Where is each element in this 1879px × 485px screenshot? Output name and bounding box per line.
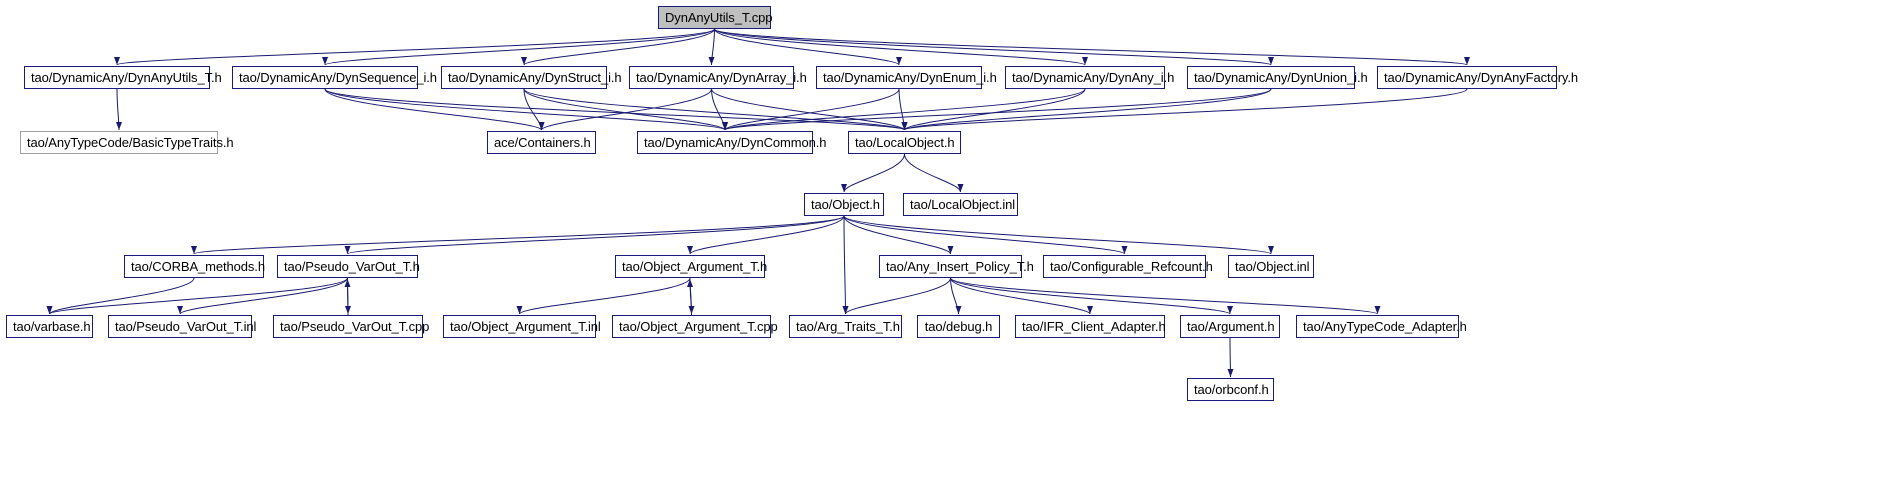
- edge-root-to-dynarray_i_h: [708, 28, 715, 66]
- edge-root-to-dynsequence_i_h: [322, 28, 715, 66]
- graph-node-dynanyutils_t_h[interactable]: tao/DynamicAny/DynAnyUtils_T.h: [24, 66, 222, 89]
- edge-object_h-to-corba_methods_h: [191, 215, 845, 255]
- edge-localobject_h-to-localobject_inl: [904, 153, 964, 193]
- graph-node-dynstruct_i_h[interactable]: tao/DynamicAny/DynStruct_i.h: [441, 66, 622, 89]
- edge-dynanyutils_t_h-to-basictypetraits_h: [115, 88, 122, 131]
- edge-root-to-dynanyfactory_h: [714, 28, 1470, 66]
- edge-any_insert_policy_t_h-to-arg_traits_t_h: [842, 277, 951, 315]
- graph-node-configurable_refcount[interactable]: tao/Configurable_Refcount.h: [1043, 255, 1213, 278]
- graph-node-ace_containers_h[interactable]: ace/Containers.h: [487, 131, 596, 154]
- edge-any_insert_policy_t_h-to-debug_h: [950, 277, 962, 315]
- edge-object_h-to-configurable_refcount: [843, 215, 1128, 255]
- edge-object_argument_t_h-to-object_argument_t_cpp: [688, 277, 695, 315]
- graph-node-arg_traits_t_h[interactable]: tao/Arg_Traits_T.h: [789, 315, 902, 338]
- graph-node-dynanyfactory_h[interactable]: tao/DynamicAny/DynAnyFactory.h: [1377, 66, 1578, 89]
- edge-object_argument_t_cpp-to-object_argument_t_h: [687, 278, 694, 316]
- graph-node-ifr_client_adapter_h[interactable]: tao/IFR_Client_Adapter.h: [1015, 315, 1166, 338]
- edge-root-to-dynanyutils_t_h: [114, 28, 715, 66]
- graph-node-object_h[interactable]: tao/Object.h: [804, 193, 884, 216]
- graph-node-object_argument_t_h[interactable]: tao/Object_Argument_T.h: [615, 255, 767, 278]
- edge-root-to-dynenum_i_h: [714, 28, 902, 66]
- edge-dynsequence_i_h-to-localobject_h: [324, 88, 908, 131]
- edge-corba_methods_h-to-varbase_h: [46, 277, 195, 315]
- graph-node-pseudo_varout_t_inl[interactable]: tao/Pseudo_VarOut_T.inl: [108, 315, 256, 338]
- edge-root-to-dynstruct_i_h: [521, 28, 715, 66]
- edge-dynstruct_i_h-to-localobject_h: [523, 88, 908, 131]
- edge-dynenum_i_h-to-dyncommon_h: [722, 88, 900, 131]
- graph-node-dynany_i_h[interactable]: tao/DynamicAny/DynAny_i.h: [1005, 66, 1174, 89]
- edge-object_argument_t_h-to-object_argument_t_inl: [516, 277, 691, 315]
- graph-node-corba_methods_h[interactable]: tao/CORBA_methods.h: [124, 255, 265, 278]
- edge-dynarray_i_h-to-ace_containers_h: [538, 88, 712, 131]
- edge-dynanyfactory_h-to-localobject_h: [901, 88, 1468, 131]
- graph-node-object_argument_t_inl[interactable]: tao/Object_Argument_T.inl: [443, 315, 601, 338]
- edge-dynany_i_h-to-localobject_h: [901, 88, 1086, 131]
- edge-dynstruct_i_h-to-ace_containers_h: [523, 88, 545, 131]
- graph-node-localobject_h[interactable]: tao/LocalObject.h: [848, 131, 961, 154]
- edge-any_insert_policy_t_h-to-argument_h: [950, 277, 1233, 315]
- edge-object_h-to-arg_traits_t_h: [842, 215, 849, 315]
- edge-dynunion_i_h-to-localobject_h: [901, 88, 1272, 131]
- graph-node-debug_h[interactable]: tao/debug.h: [917, 315, 1000, 338]
- graph-node-root[interactable]: DynAnyUtils_T.cpp: [658, 6, 773, 29]
- edge-pseudo_varout_t_h-to-pseudo_varout_t_inl: [177, 277, 348, 315]
- graph-node-dyncommon_h[interactable]: tao/DynamicAny/DynCommon.h: [637, 131, 826, 154]
- graph-node-pseudo_varout_t_h[interactable]: tao/Pseudo_VarOut_T.h: [277, 255, 420, 278]
- graph-node-basictypetraits_h[interactable]: tao/AnyTypeCode/BasicTypeTraits.h: [20, 131, 234, 154]
- graph-node-dynsequence_i_h[interactable]: tao/DynamicAny/DynSequence_i.h: [232, 66, 437, 89]
- graph-node-orbconf_h[interactable]: tao/orbconf.h: [1187, 378, 1274, 401]
- edge-root-to-dynany_i_h: [714, 28, 1088, 66]
- graph-node-pseudo_varout_t_cpp[interactable]: tao/Pseudo_VarOut_T.cpp: [273, 315, 429, 338]
- graph-node-object_inl[interactable]: tao/Object.inl: [1228, 255, 1314, 278]
- edge-dynany_i_h-to-dyncommon_h: [722, 88, 1086, 131]
- graph-node-argument_h[interactable]: tao/Argument.h: [1180, 315, 1280, 338]
- edge-pseudo_varout_t_h-to-varbase_h: [46, 277, 348, 315]
- edge-root-to-dynunion_i_h: [714, 28, 1274, 66]
- edge-dynunion_i_h-to-dyncommon_h: [722, 88, 1272, 131]
- edge-object_h-to-pseudo_varout_t_h: [344, 215, 845, 255]
- edge-any_insert_policy_t_h-to-anytypecode_adapter_h: [950, 277, 1381, 315]
- graph-node-dynenum_i_h[interactable]: tao/DynamicAny/DynEnum_i.h: [816, 66, 997, 89]
- edge-object_h-to-any_insert_policy_t_h: [843, 215, 954, 255]
- edge-dynarray_i_h-to-localobject_h: [711, 88, 908, 131]
- graph-node-varbase_h[interactable]: tao/varbase.h: [6, 315, 93, 338]
- edge-dynsequence_i_h-to-ace_containers_h: [324, 88, 545, 131]
- edge-dynsequence_i_h-to-dyncommon_h: [324, 88, 728, 131]
- edge-dynarray_i_h-to-dyncommon_h: [711, 88, 728, 131]
- edge-object_h-to-object_argument_t_h: [687, 215, 845, 255]
- edge-any_insert_policy_t_h-to-ifr_client_adapter_h: [950, 277, 1093, 315]
- graph-node-object_argument_t_cpp[interactable]: tao/Object_Argument_T.cpp: [612, 315, 778, 338]
- edge-pseudo_varout_t_h-to-pseudo_varout_t_cpp: [344, 277, 351, 315]
- graph-node-dynunion_i_h[interactable]: tao/DynamicAny/DynUnion_i.h: [1187, 66, 1368, 89]
- edge-object_h-to-object_inl: [843, 215, 1274, 255]
- graph-node-anytypecode_adapter_h[interactable]: tao/AnyTypeCode_Adapter.h: [1296, 315, 1467, 338]
- edge-dynenum_i_h-to-localobject_h: [898, 88, 908, 131]
- graph-node-dynarray_i_h[interactable]: tao/DynamicAny/DynArray_i.h: [629, 66, 807, 89]
- edge-pseudo_varout_t_cpp-to-pseudo_varout_t_h: [344, 278, 351, 316]
- edge-localobject_h-to-object_h: [841, 153, 905, 193]
- edge-argument_h-to-orbconf_h: [1227, 337, 1234, 378]
- graph-node-localobject_inl[interactable]: tao/LocalObject.inl: [903, 193, 1018, 216]
- graph-node-any_insert_policy_t_h[interactable]: tao/Any_Insert_Policy_T.h: [879, 255, 1034, 278]
- edge-dynstruct_i_h-to-dyncommon_h: [523, 88, 728, 131]
